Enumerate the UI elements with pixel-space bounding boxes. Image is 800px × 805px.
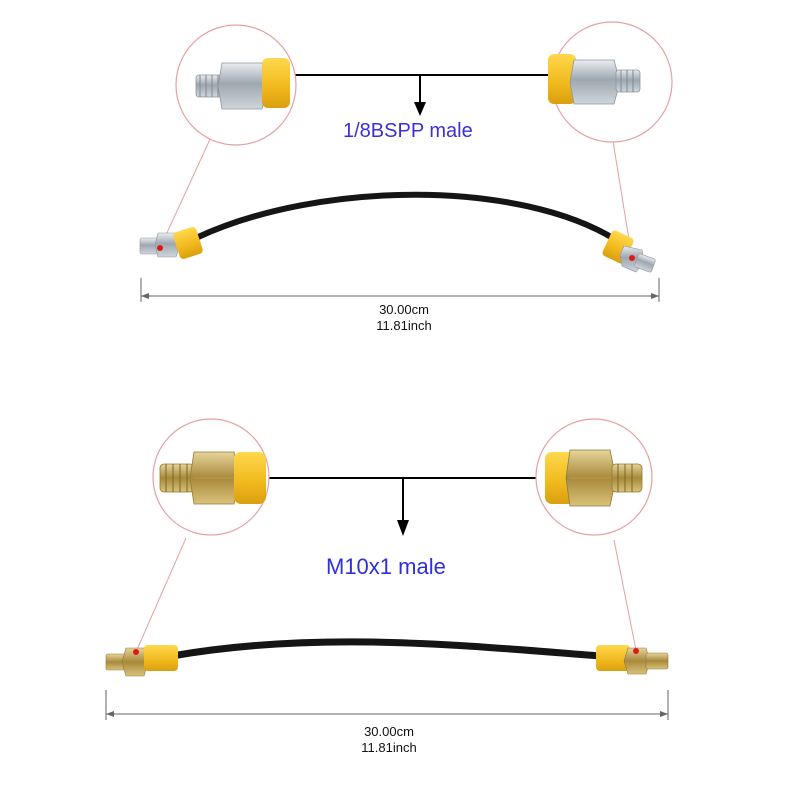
- fitting-left-top: [139, 227, 203, 259]
- zoom-circle-left: [152, 418, 270, 536]
- dimension-line-top: [140, 278, 660, 302]
- marker-dot: [629, 255, 635, 261]
- length-inch-top: 11.81inch: [376, 318, 432, 333]
- arrow-down-icon: [414, 102, 426, 116]
- zoom-circle-right: [548, 21, 673, 143]
- thread-label-top: 1/8BSPP male: [343, 120, 473, 142]
- thread-label-bottom: M10x1 male: [326, 554, 446, 579]
- marker-dot: [157, 245, 163, 251]
- length-cm-bottom: 30.00cm: [364, 724, 414, 739]
- dimension-line-bottom: [105, 690, 669, 720]
- bottom-assembly: [105, 418, 669, 720]
- fitting-right-top: [602, 230, 656, 273]
- hose-top: [193, 191, 619, 243]
- length-inch-bottom: 11.81inch: [361, 740, 417, 755]
- callout-leader-right: [613, 539, 637, 651]
- length-label-bottom: 30.00cm 11.81inch: [289, 724, 489, 756]
- zoom-circle-right: [535, 418, 653, 536]
- fitting-right-bottom: [596, 645, 669, 675]
- fitting-left-bottom: [105, 645, 178, 677]
- callout-leader-left: [135, 537, 187, 653]
- marker-dot: [133, 649, 139, 655]
- length-label-top: 30.00cm 11.81inch: [304, 302, 504, 334]
- arrow-down-icon: [397, 520, 409, 536]
- marker-dot: [633, 648, 639, 654]
- zoom-circle-left: [175, 24, 297, 146]
- top-assembly: [139, 21, 673, 302]
- length-cm-top: 30.00cm: [379, 302, 429, 317]
- hose-bottom: [168, 638, 604, 660]
- callout-leader-left: [159, 134, 213, 249]
